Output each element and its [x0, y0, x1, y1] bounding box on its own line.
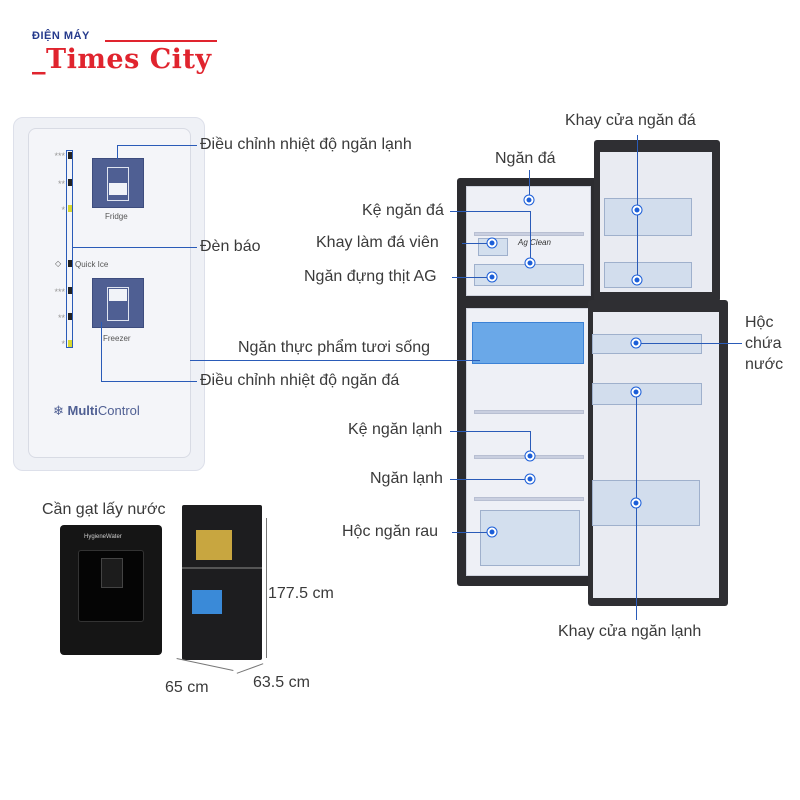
star-level: ***	[54, 287, 65, 297]
bin	[480, 510, 580, 566]
callout-dot	[632, 205, 642, 215]
label-freezer-door-tray: Khay cửa ngăn đá	[565, 112, 696, 129]
callout-line	[452, 277, 492, 278]
callout-dot	[487, 272, 497, 282]
dimension-width: 65 cm	[165, 679, 209, 696]
dimension-depth: 63.5 cm	[253, 674, 310, 691]
star-level: *	[61, 205, 65, 215]
callout-line	[530, 211, 531, 263]
indicator-led-on	[68, 340, 72, 347]
brand-rest: Control	[97, 403, 140, 418]
callout-dot	[525, 258, 535, 268]
label-indicator: Đèn báo	[200, 238, 261, 255]
water-lever	[101, 558, 123, 588]
callout-dot	[632, 275, 642, 285]
callout-line	[101, 381, 197, 382]
callout-dot	[487, 238, 497, 248]
ag-clean-text: Ag Clean	[518, 238, 551, 247]
brand-bold: Multi	[67, 403, 98, 418]
label-veg-drawer: Hộc ngăn rau	[342, 523, 439, 540]
label-fresh-food: Ngăn thực phẩm tươi sống	[238, 339, 431, 356]
fridge-button[interactable]	[92, 158, 144, 208]
fresh-food-drawer	[472, 322, 584, 364]
bin	[604, 262, 692, 288]
snowflake-icon: ❄	[53, 403, 64, 418]
label-meat-ag: Ngăn đựng thịt AG	[304, 268, 437, 285]
star-level: ***	[54, 151, 65, 161]
callout-line	[636, 343, 742, 344]
indicator-led-on	[68, 205, 72, 212]
height-dimension-line	[266, 518, 267, 658]
indicator-led	[68, 287, 72, 294]
bin	[604, 198, 692, 236]
shelf	[474, 497, 584, 501]
callout-dot	[524, 195, 534, 205]
callout-line	[450, 431, 530, 432]
callout-line	[450, 211, 530, 212]
freezer-button[interactable]	[92, 278, 144, 328]
fridge-thumbnail	[182, 505, 262, 660]
bin	[592, 334, 702, 354]
quick-ice-label: Quick Ice	[75, 260, 109, 269]
callout-line	[117, 145, 118, 159]
callout-line	[101, 322, 102, 381]
indicator-bracket	[66, 150, 73, 348]
label-water-lever: Cần gạt lấy nước	[42, 501, 166, 518]
callout-dot	[631, 498, 641, 508]
callout-dot	[487, 527, 497, 537]
indicator-led	[68, 179, 72, 186]
callout-dot	[525, 474, 535, 484]
star-level: **	[57, 179, 65, 189]
callout-dot	[631, 387, 641, 397]
callout-dot	[525, 451, 535, 461]
freezer-button-label: Freezer	[103, 334, 131, 343]
fridge-button-label: Fridge	[105, 212, 128, 221]
callout-line	[462, 243, 492, 244]
callout-line	[190, 360, 480, 361]
label-freezer-shelf: Kệ ngăn đá	[362, 202, 444, 219]
callout-line	[73, 247, 197, 248]
label-fridge: Ngăn lạnh	[370, 470, 443, 487]
indicator-led	[68, 260, 72, 267]
control-panel-face: *** ** * ◇ *** ** * Quick Ice Fridge Fre…	[28, 128, 191, 458]
callout-line	[117, 145, 197, 146]
label-fridge-door-tray: Khay cửa ngăn lạnh	[558, 623, 702, 640]
label-ice-tray: Khay làm đá viên	[316, 234, 439, 251]
shelf	[474, 410, 584, 414]
star-level: *	[61, 339, 65, 349]
shelf	[474, 232, 584, 236]
logo-main-text: _Times City	[32, 44, 212, 75]
multicontrol-logo: ❄ MultiControl	[53, 403, 140, 419]
dimension-height: 177.5 cm	[268, 585, 334, 602]
indicator-led	[68, 313, 72, 320]
ice-icon: ◇	[55, 259, 62, 268]
logo-divider	[105, 40, 217, 42]
bin	[592, 383, 702, 405]
star-level: **	[57, 313, 65, 323]
hygiene-water-text: HygieneWater	[84, 534, 122, 540]
callout-line	[529, 170, 530, 200]
callout-line	[450, 479, 530, 480]
callout-line	[530, 431, 531, 456]
label-fridge-shelf: Kệ ngăn lạnh	[348, 421, 443, 438]
callout-dot	[631, 338, 641, 348]
logo-top-text: ĐIỆN MÁY	[32, 30, 90, 42]
label-freezer-temp: Điều chỉnh nhiệt độ ngăn đá	[200, 372, 400, 389]
indicator-led	[68, 152, 72, 159]
callout-line	[452, 532, 492, 533]
bin	[592, 480, 700, 526]
label-fridge-temp: Điều chỉnh nhiệt độ ngăn lạnh	[200, 136, 412, 153]
label-freezer: Ngăn đá	[495, 150, 556, 167]
